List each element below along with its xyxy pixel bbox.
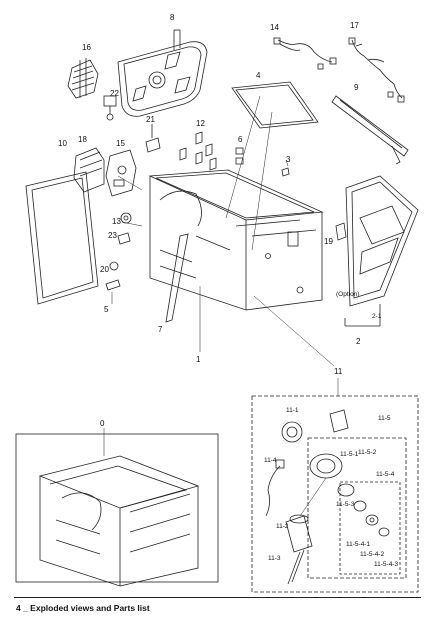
bracket-part-19 (335, 222, 347, 241)
callout-4: 4 (256, 71, 261, 80)
callout-0: 0 (100, 419, 105, 428)
valve-part-22 (103, 95, 117, 121)
bolt-part-3 (281, 167, 290, 177)
callout-19: 19 (324, 237, 333, 246)
callout-3: 3 (286, 155, 291, 164)
cabinet-part-1 (148, 169, 324, 311)
callout-11-3: 11-3 (268, 555, 281, 562)
callout-11-1: 11-1 (286, 407, 299, 414)
callout-7: 7 (158, 325, 163, 334)
callout-18: 18 (78, 135, 87, 144)
callout-22: 22 (110, 89, 119, 98)
disk-part-13 (120, 212, 132, 224)
callout-1: 1 (196, 355, 201, 364)
callout-2: 2 (356, 337, 361, 346)
filter-part (67, 58, 99, 99)
front-frame-part-10 (25, 171, 99, 305)
rail-part-7 (165, 233, 189, 323)
leader-lines (111, 95, 335, 367)
callout-10: 10 (58, 139, 67, 148)
callout-11-5-1: 11-5-1 (340, 451, 359, 458)
clips-part-6 (235, 147, 244, 165)
callout-13: 13 (112, 217, 121, 226)
callout-labels: 8 16 14 17 4 9 22 21 12 6 3 10 18 15 13 … (58, 13, 398, 568)
callout-14: 14 (270, 23, 279, 32)
top-cover-part (117, 29, 208, 117)
callout-11: 11 (334, 367, 343, 376)
wire-harness-14 (273, 37, 337, 70)
wire-harness-17 (348, 37, 405, 103)
clip-part-21 (145, 124, 161, 153)
panel-part-4 (231, 81, 319, 129)
callout-16: 16 (82, 43, 91, 52)
pump-part-18 (73, 147, 105, 193)
callout-2-1: 2-1 (372, 313, 382, 320)
rail-part-9 (331, 95, 409, 165)
callout-11-5-4-1: 11-5-4-1 (346, 541, 370, 548)
callout-11-5-3: 11-5-3 (336, 501, 355, 508)
callout-23: 23 (108, 231, 117, 240)
bracket-part-15 (105, 149, 137, 197)
callout-11-5-4: 11-5-4 (376, 471, 395, 478)
assembled-view-box (15, 428, 219, 587)
callout-11-2: 11-2 (276, 523, 289, 530)
callout-6: 6 (238, 135, 243, 144)
callout-8: 8 (170, 13, 175, 22)
callout-5: 5 (104, 305, 109, 314)
callout-11-4: 11-4 (264, 457, 277, 464)
screws-part-12 (179, 131, 217, 171)
ring-part-20 (109, 261, 119, 271)
callout-11-5-4-2: 11-5-4-2 (360, 551, 384, 558)
sensor-part-23 (117, 232, 131, 245)
callout-11-5-2: 11-5-2 (358, 449, 377, 456)
callout-11-5: 11-5 (378, 415, 391, 422)
callout-option: (Option) (336, 291, 359, 298)
callout-15: 15 (116, 139, 125, 148)
page-footer: 4 _ Exploded views and Parts list (16, 603, 150, 613)
subassembly-11-box (251, 378, 419, 593)
footer-divider (14, 597, 421, 598)
back-panel-part-2 (344, 175, 419, 327)
callout-9: 9 (354, 83, 359, 92)
callout-12: 12 (196, 119, 205, 128)
callout-20: 20 (100, 265, 109, 274)
part-5 (105, 279, 121, 291)
callout-17: 17 (350, 21, 359, 30)
callout-21: 21 (146, 115, 155, 124)
callout-11-5-4-3: 11-5-4-3 (374, 561, 398, 568)
